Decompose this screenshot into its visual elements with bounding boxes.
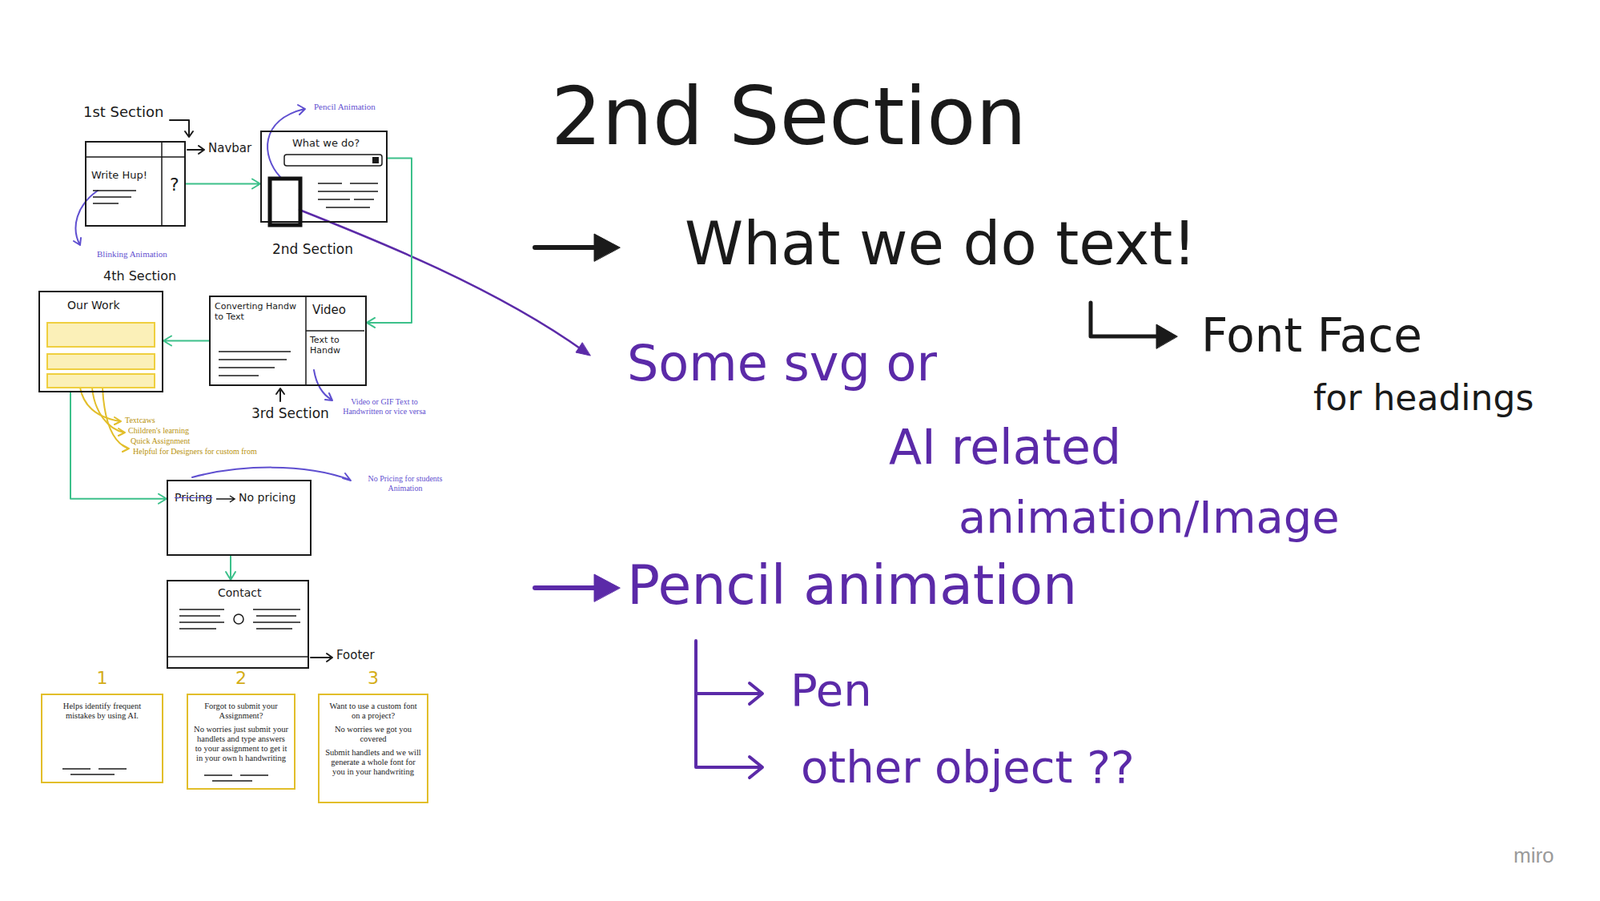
watermark: miro [1513,844,1555,869]
note-item: Quick Assignment [130,436,190,447]
arrow-head [594,574,620,602]
arrow-head [1156,324,1178,349]
handwritten-note: animation/Image [958,491,1340,543]
card-text: Want to use a custom font on a project? [325,701,422,721]
annotation: No Pricing for students Animation [357,474,454,493]
sketch-stroke [372,156,379,164]
card-text: Helps identify frequent mistakes by usin… [48,701,157,721]
section-wireframe: What we do?2nd Section [260,130,388,223]
note-item: Helpful for Designers for custom from [132,446,258,457]
feature-card: 2Forgot to submit your Assignment?No wor… [186,693,296,790]
annotation: Video or GIF Text to Handwritten or vice… [336,397,433,416]
part-label: Navbar [208,141,252,156]
wireframe-text: Pricing [174,490,213,504]
section-wireframe: Pricing No pricing [166,479,312,556]
handwritten-note: Pencil animation [627,554,1078,617]
wireframe-text: Text to Handw [309,335,363,356]
page-title: 2nd Section [550,70,1027,163]
section-wireframe: 4th SectionOur Work [38,290,164,393]
part-label: Footer [336,648,375,663]
wireframe-text: Write Hup! [91,169,148,182]
feature-card: 1Helps identify frequent mistakes by usi… [40,693,164,784]
wireframe-text: Video [312,303,346,318]
handwritten-note: other object ?? [800,741,1135,793]
sketch-stroke [233,614,244,624]
callout-number: 1 [42,667,162,688]
callout-number: 2 [188,667,294,688]
handwritten-note: Pen [790,664,873,716]
sketch-stroke [204,775,269,781]
wireframe-sketch [86,142,185,226]
card-text: No worries just submit your handlets and… [193,724,289,764]
card-text: Forgot to submit your Assignment? [193,701,289,721]
callout-number: 3 [319,667,427,688]
scribble-lines [188,768,294,788]
branch-bracket [695,640,763,778]
sketch-stroke [269,178,301,226]
leader-arrow [92,387,125,436]
leader-arrow [169,120,193,137]
arrow-head [575,342,591,356]
leader-arrow [80,387,121,425]
wireframe-text: No pricing [238,490,296,504]
sketch-stroke [73,104,1178,778]
note-item: Textcaws [124,415,156,426]
leader-arrow [310,653,333,662]
leader-arrow [192,467,351,481]
sketch-stroke [47,373,155,388]
section-wireframe: Contact [166,579,310,669]
section-heading: 4th Section [103,269,177,284]
sketch-stroke [62,768,127,775]
pointer-arrow [534,245,597,250]
section-heading: 2nd Section [272,241,354,258]
handwritten-note: AI related [888,419,1122,475]
leader-arrow [276,388,285,402]
pointer-arrow [534,585,597,591]
section-heading: 1st Section [83,104,165,121]
flow-arrow [185,179,261,189]
section-wireframe: 1st SectionWrite Hup!? [84,140,186,227]
handwritten-note: Some svg or [627,334,937,392]
sketch-stroke [168,609,310,657]
scribble-lines [42,762,162,782]
handwritten-note: Font Face [1201,309,1423,363]
wireframe-text: ? [169,174,180,195]
bent-arrow [1090,302,1160,337]
note-item: Children's learning [128,426,189,436]
wireframe-text: Converting Handw to Text [214,301,303,322]
card-text: Submit handlets and we will generate a w… [325,747,422,777]
annotation: Blinking Animation [96,249,168,260]
sketch-stroke [47,353,155,370]
wireframe-text: Our Work [67,298,121,312]
sketch-stroke [284,154,382,166]
wireframe-text: What we do? [292,137,360,150]
arrow-head [594,233,620,262]
leader-arrow [187,145,205,154]
section-wireframe: Converting Handw to Text VideoText to Han… [209,295,367,386]
flow-arrow [163,336,210,346]
feature-card: 3Want to use a custom font on a project?… [317,693,429,804]
handwritten-note: What we do text! [684,209,1197,278]
sketch-stroke [216,495,235,503]
sketch-stroke [47,322,155,347]
section-heading: 3rd Section [251,406,330,423]
sketch-stroke [86,142,186,227]
annotation: Pencil Animation [313,101,376,113]
card-text: No worries we got you covered [325,724,422,744]
handwritten-note: for headings [1313,377,1534,419]
wireframe-text: Contact [217,586,262,599]
flow-arrow [225,555,236,580]
sketch-stroke [317,183,378,208]
